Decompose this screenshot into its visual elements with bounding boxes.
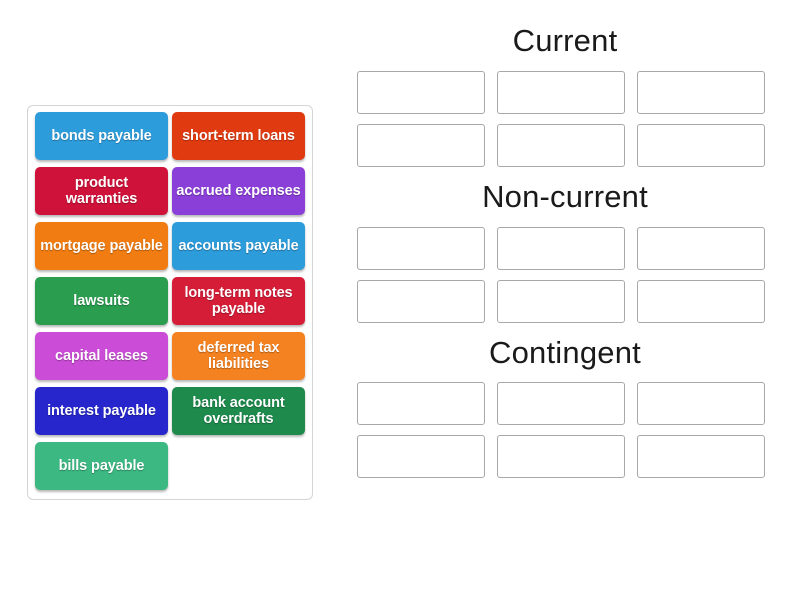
tile-label: accrued expenses xyxy=(176,182,301,199)
slot-grid xyxy=(350,382,780,479)
tile-lawsuits[interactable]: lawsuits xyxy=(35,277,168,325)
tile-label: short-term loans xyxy=(182,127,295,144)
drop-slot[interactable] xyxy=(497,123,625,167)
drop-slot[interactable] xyxy=(357,435,485,479)
slot-grid xyxy=(350,70,780,167)
tile-label: bills payable xyxy=(58,457,145,474)
drop-slot[interactable] xyxy=(357,279,485,323)
drop-slot[interactable] xyxy=(497,279,625,323)
drop-slot[interactable] xyxy=(497,435,625,479)
drop-slot[interactable] xyxy=(497,70,625,114)
tile-long-term-notes-payable[interactable]: long-term notes payable xyxy=(172,277,305,325)
drop-slot[interactable] xyxy=(637,70,765,114)
drop-slot[interactable] xyxy=(637,226,765,270)
tile-accounts-payable[interactable]: accounts payable xyxy=(172,222,305,270)
group-title: Current xyxy=(512,23,618,58)
tile-label: lawsuits xyxy=(73,292,130,309)
drop-slot[interactable] xyxy=(357,226,485,270)
sort-group-contingent: Contingent xyxy=(350,334,780,479)
tile-label: deferred tax liabilities xyxy=(197,339,280,372)
sort-group-current: Current xyxy=(350,22,780,167)
tile-label: bank account overdrafts xyxy=(192,394,285,427)
sort-group-non-current: Non-current xyxy=(350,178,780,323)
slot-grid xyxy=(350,226,780,323)
tile-label: interest payable xyxy=(47,402,156,419)
tile-bills-payable[interactable]: bills payable xyxy=(35,442,168,490)
tile-mortgage-payable[interactable]: mortgage payable xyxy=(35,222,168,270)
tile-label: mortgage payable xyxy=(40,237,163,254)
drop-slot[interactable] xyxy=(637,435,765,479)
tile-label: bonds payable xyxy=(51,127,152,144)
drop-slot[interactable] xyxy=(637,382,765,426)
drop-slot[interactable] xyxy=(357,70,485,114)
drop-slot[interactable] xyxy=(637,279,765,323)
tile-bank-account-overdrafts[interactable]: bank account overdrafts xyxy=(172,387,305,435)
tile-short-term-loans[interactable]: short-term loans xyxy=(172,112,305,160)
drop-slot[interactable] xyxy=(357,382,485,426)
tile-bonds-payable[interactable]: bonds payable xyxy=(35,112,168,160)
tile-deferred-tax-liabilities[interactable]: deferred tax liabilities xyxy=(172,332,305,380)
drop-slot[interactable] xyxy=(497,226,625,270)
tile-label: long-term notes payable xyxy=(184,284,293,317)
drop-slot[interactable] xyxy=(637,123,765,167)
tile-interest-payable[interactable]: interest payable xyxy=(35,387,168,435)
tile-tray: bonds payable short-term loans product war… xyxy=(27,105,313,500)
group-title: Contingent xyxy=(489,334,641,370)
tile-accrued-expenses[interactable]: accrued expenses xyxy=(172,167,305,215)
tile-capital-leases[interactable]: capital leases xyxy=(35,332,168,380)
tile-product-warranties[interactable]: product warranties xyxy=(35,167,168,215)
tile-grid: bonds payable short-term loans product war… xyxy=(28,111,312,497)
tile-label: accounts payable xyxy=(178,237,299,254)
drop-slot[interactable] xyxy=(497,382,625,426)
tile-label: product warranties xyxy=(65,174,138,207)
drop-slot[interactable] xyxy=(357,123,485,167)
group-title: Non-current xyxy=(482,178,648,214)
tile-label: capital leases xyxy=(55,347,148,364)
